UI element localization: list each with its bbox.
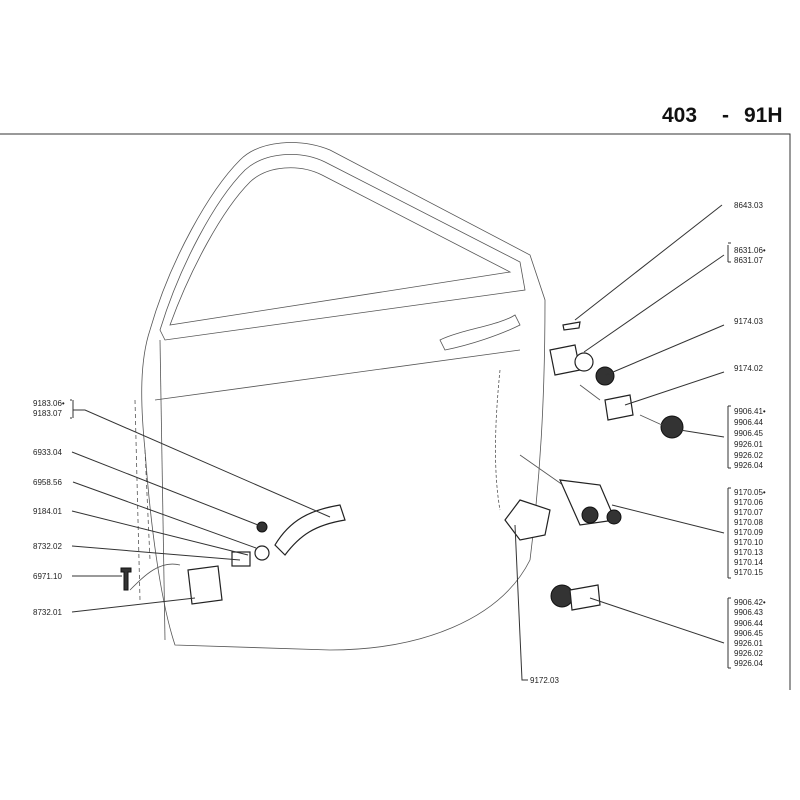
bracket bbox=[187, 565, 223, 605]
part-number: 9926.02 bbox=[734, 451, 763, 460]
key bbox=[660, 415, 684, 439]
part-number: 9906.45 bbox=[734, 629, 763, 638]
key-head bbox=[595, 366, 615, 386]
label-6933-04: 6933.04 bbox=[33, 448, 62, 457]
label-8643-03: 8643.03 bbox=[734, 201, 763, 210]
part-number: 9906.42• bbox=[734, 598, 766, 607]
part-number: 9170.07 bbox=[734, 508, 763, 517]
lock-ring bbox=[574, 352, 594, 372]
label-8631-06: 8631.06• bbox=[734, 246, 766, 255]
part-number: 9170.14 bbox=[734, 558, 763, 567]
part-number: 9906.43 bbox=[734, 608, 763, 617]
part-number: 9926.01 bbox=[734, 440, 763, 449]
label-9183-07: 9183.07 bbox=[33, 409, 62, 418]
label-group-keys-2: 9906.42• 9906.43 9906.44 9906.45 9926.01… bbox=[734, 598, 766, 668]
part-number: 9170.08 bbox=[734, 518, 763, 527]
door-outline bbox=[134, 142, 546, 651]
pin bbox=[562, 321, 581, 331]
part-number: 9170.15 bbox=[734, 568, 763, 577]
part-number: 9170.06 bbox=[734, 498, 763, 507]
part-number: 9906.41• bbox=[734, 407, 766, 416]
label-9184-01: 9184.01 bbox=[33, 507, 62, 516]
part-number: 9906.44 bbox=[734, 619, 763, 628]
key-2-head bbox=[550, 584, 574, 608]
part-number: 9170.09 bbox=[734, 528, 763, 537]
rosette bbox=[254, 545, 270, 561]
part-number: 9170.05• bbox=[734, 488, 766, 497]
label-6971-10: 6971.10 bbox=[33, 572, 62, 581]
striker bbox=[504, 499, 551, 541]
lock-plate bbox=[604, 394, 634, 421]
label-8631-07: 8631.07 bbox=[734, 256, 763, 265]
spring bbox=[579, 384, 601, 401]
label-9174-02: 9174.02 bbox=[734, 364, 763, 373]
label-8732-02: 8732.02 bbox=[33, 542, 62, 551]
label-group-lock: 9170.05• 9170.06 9170.07 9170.08 9170.09… bbox=[734, 488, 766, 577]
model-number: 403 bbox=[662, 104, 697, 127]
part-number: 9170.10 bbox=[734, 538, 763, 547]
label-9172-03: 9172.03 bbox=[530, 676, 559, 685]
key-2-blade bbox=[569, 584, 601, 611]
escutcheon bbox=[256, 521, 268, 533]
clip bbox=[231, 551, 251, 567]
parts-right bbox=[504, 321, 684, 611]
label-9174-03: 9174.03 bbox=[734, 317, 763, 326]
parts-left bbox=[120, 504, 346, 605]
label-9183-06: 9183.06• bbox=[33, 399, 65, 408]
inside-handle bbox=[274, 504, 346, 556]
part-number: 9906.45 bbox=[734, 429, 763, 438]
label-8732-01: 8732.01 bbox=[33, 608, 62, 617]
leader-lines bbox=[70, 204, 731, 681]
part-number: 9926.02 bbox=[734, 649, 763, 658]
part-number: 9926.04 bbox=[734, 659, 763, 668]
header-separator: - bbox=[722, 104, 729, 127]
part-number: 9926.04 bbox=[734, 461, 763, 470]
part-number: 9906.44 bbox=[734, 418, 763, 427]
part-number: 9926.01 bbox=[734, 639, 763, 648]
label-6958-56: 6958.56 bbox=[33, 478, 62, 487]
screw bbox=[120, 567, 132, 591]
page-frame bbox=[0, 133, 791, 690]
part-number: 9170.13 bbox=[734, 548, 763, 557]
label-group-keys-1: 9906.41• 9906.44 9906.45 9926.01 9926.02… bbox=[734, 407, 766, 470]
plate-number: 91H bbox=[744, 104, 783, 127]
